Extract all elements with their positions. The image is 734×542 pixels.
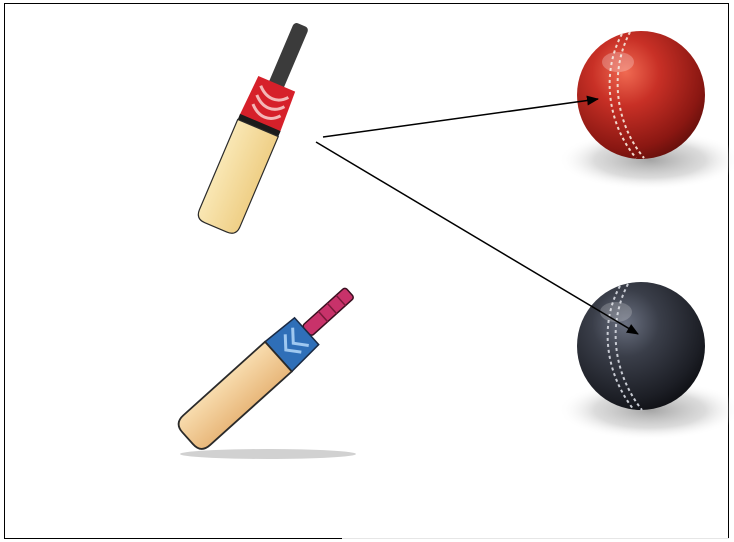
black-cricket-ball-icon[interactable] <box>558 282 734 440</box>
cricket-bat-blue-icon[interactable] <box>174 278 363 454</box>
red-cricket-ball-icon[interactable] <box>558 31 734 190</box>
bat-shadow <box>180 449 356 459</box>
arrow-to-red-ball <box>323 99 598 137</box>
cricket-bat-red-icon[interactable] <box>196 16 322 236</box>
